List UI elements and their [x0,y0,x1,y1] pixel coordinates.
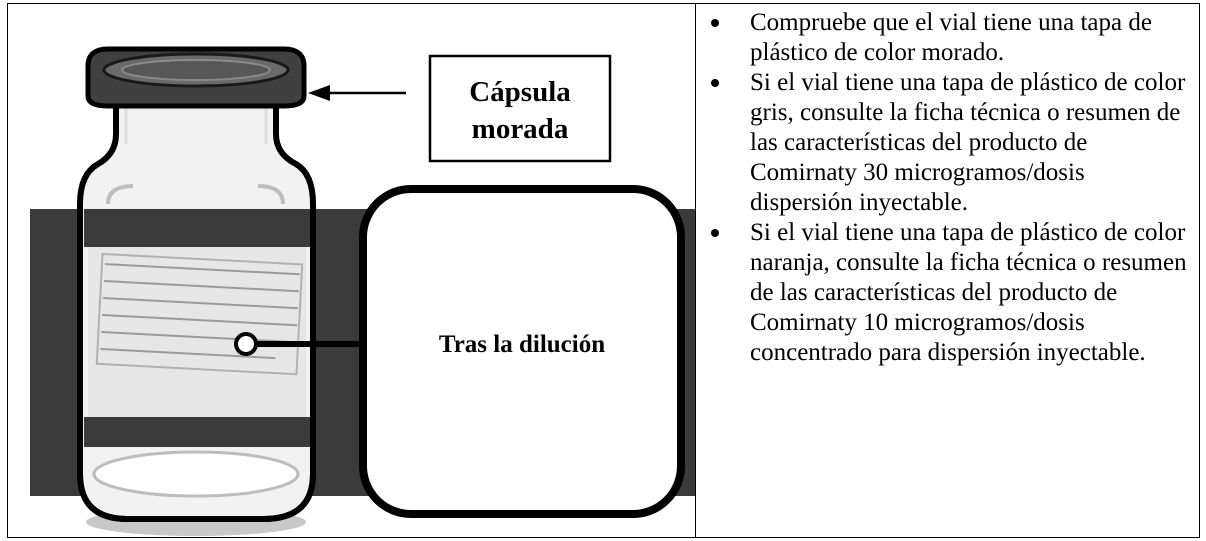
list-item: Si el vial tiene una tapa de plástico de… [696,218,1191,368]
bullet-icon [711,19,719,27]
cap-label-line1: Cápsula [469,76,571,108]
bullet-icon [711,79,719,87]
callout-box [359,185,685,518]
instructions-cell: Compruebe que el vial tiene una tapa de … [696,4,1199,537]
vial [77,89,316,522]
list-item: Si el vial tiene una tapa de plástico de… [696,68,1191,218]
cap-arrow [308,85,406,101]
vial-illustration: Cápsula morada Tras la dilución [30,46,695,536]
vial-label [88,247,306,417]
instruction-text: Si el vial tiene una tapa de plástico de… [750,69,1186,216]
figure-cell: Cápsula morada Tras la dilución [8,4,696,537]
cap-label-box [428,54,612,163]
bullet-icon [711,229,719,237]
instruction-text: Compruebe que el vial tiene una tapa de … [750,9,1152,66]
list-item: Compruebe que el vial tiene una tapa de … [696,8,1191,68]
callout-label: Tras la dilución [439,331,605,358]
instruction-text: Si el vial tiene una tapa de plástico de… [750,219,1187,366]
instructions-list: Compruebe que el vial tiene una tapa de … [696,8,1191,368]
callout-pointer [234,332,370,356]
vial-cap [85,46,307,109]
document-table: Cápsula morada Tras la dilución Comprueb… [7,3,1200,538]
cap-label-line2: morada [472,113,569,145]
